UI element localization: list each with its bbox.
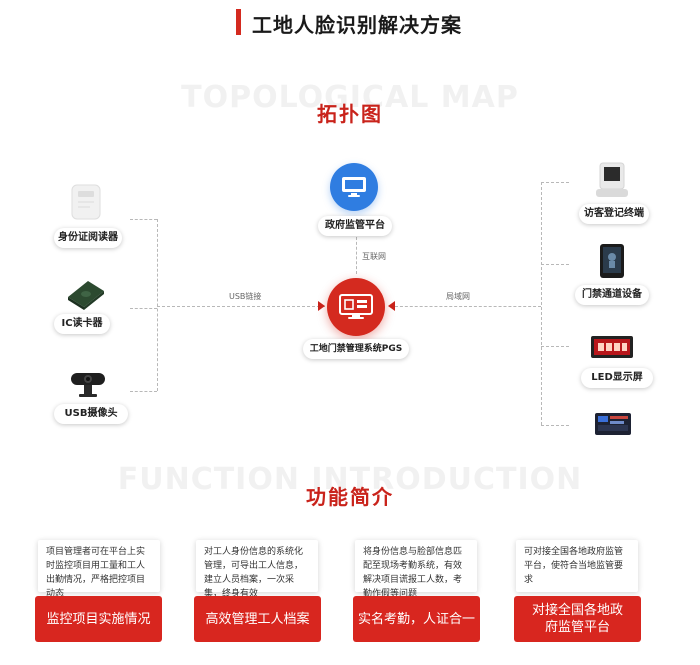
connector-internet-line — [356, 237, 357, 274]
function-title: 功能简介 — [306, 485, 394, 509]
connector-right-led — [541, 346, 569, 347]
gov-platform-label: 政府监管平台 — [318, 216, 392, 236]
main-system-node[interactable] — [327, 278, 385, 336]
right-device-label-3: LED显示屏 — [581, 368, 653, 388]
function-card-3: 将身份信息与脸部信息匹配至现场考勤系统，有效解决项目谎报工人数，考勤作假等问题 — [355, 540, 477, 599]
access-gate-icon — [600, 244, 624, 278]
usb-link-label: USB链接 — [229, 292, 262, 301]
usb-camera-icon — [71, 373, 105, 397]
id-card-reader-icon — [71, 184, 101, 220]
monitor-screen-device — [594, 405, 632, 437]
connector-right-vertical — [541, 182, 542, 425]
connector-left-bottom — [130, 391, 157, 392]
connector-right-mid — [541, 264, 569, 265]
connector-lan-line — [395, 306, 541, 307]
main-system-label: 工地门禁管理系统PGS — [303, 339, 409, 359]
function-card-1: 项目管理者可在平台上实时监控项目用工量和工人出勤情况，严格把控项目动态 — [38, 540, 160, 599]
connector-usb-line — [157, 306, 325, 307]
led-display-device — [590, 333, 634, 361]
function-card-text-1: 项目管理者可在平台上实时监控项目用工量和工人出勤情况，严格把控项目动态 — [46, 547, 146, 599]
function-card-text-3: 将身份信息与脸部信息匹配至现场考勤系统，有效解决项目谎报工人数，考勤作假等问题 — [363, 547, 463, 599]
left-device-label-3: USB摄像头 — [54, 404, 128, 424]
monitor-icon — [342, 177, 366, 197]
function-card-text-2: 对工人身份信息的系统化管理，可导出工人信息，建立人员档案，一次采集，终身有效 — [204, 547, 304, 599]
arrow-right-in-icon — [388, 301, 395, 311]
connector-right-top — [541, 182, 569, 183]
topology-watermark: TOPOLOGICAL MAP — [181, 80, 519, 115]
internet-link-label: 互联网 — [362, 252, 386, 261]
lan-link-label: 局域网 — [446, 292, 470, 301]
led-display-icon — [591, 336, 633, 358]
page-title: 工地人脸识别解决方案 — [252, 13, 462, 37]
gov-platform-node[interactable] — [330, 163, 378, 211]
left-device-label-2: IC读卡器 — [54, 314, 110, 334]
function-button-4[interactable]: 对接全国各地政府监管平台 — [514, 596, 641, 642]
function-watermark: FUNCTION INTRODUCTION — [117, 462, 583, 497]
dashboard-screen-icon — [595, 413, 631, 435]
visitor-terminal-icon — [596, 162, 628, 197]
function-button-1[interactable]: 监控项目实施情况 — [35, 596, 162, 642]
function-card-2: 对工人身份信息的系统化管理，可导出工人信息，建立人员档案，一次采集，终身有效 — [196, 540, 318, 599]
connector-left-top — [130, 219, 157, 220]
title-accent-bar — [236, 9, 241, 35]
left-device-label-1: 身份证阅读器 — [54, 228, 122, 248]
function-button-2[interactable]: 高效管理工人档案 — [194, 596, 321, 642]
system-monitor-icon — [339, 294, 373, 319]
function-button-3[interactable]: 实名考勤，人证合一 — [353, 596, 480, 642]
usb-camera-device — [68, 365, 108, 401]
connector-left-mid — [130, 308, 157, 309]
right-device-label-1: 访客登记终端 — [579, 204, 649, 224]
visitor-terminal-device — [590, 160, 634, 200]
ic-card-reader-icon — [68, 281, 104, 310]
function-card-4: 可对接全国各地政府监管平台，使符合当地监管要求 — [516, 540, 638, 592]
topology-title: 拓扑图 — [317, 102, 383, 126]
right-device-label-2: 门禁通道设备 — [575, 285, 649, 305]
ic-card-reader-device — [64, 275, 108, 311]
connector-right-bottom — [541, 425, 569, 426]
access-gate-device — [594, 242, 630, 280]
id-card-reader-device — [66, 182, 106, 222]
function-card-text-4: 可对接全国各地政府监管平台，使符合当地监管要求 — [524, 547, 624, 585]
arrow-left-in-icon — [318, 301, 325, 311]
connector-left-vertical — [157, 219, 158, 391]
